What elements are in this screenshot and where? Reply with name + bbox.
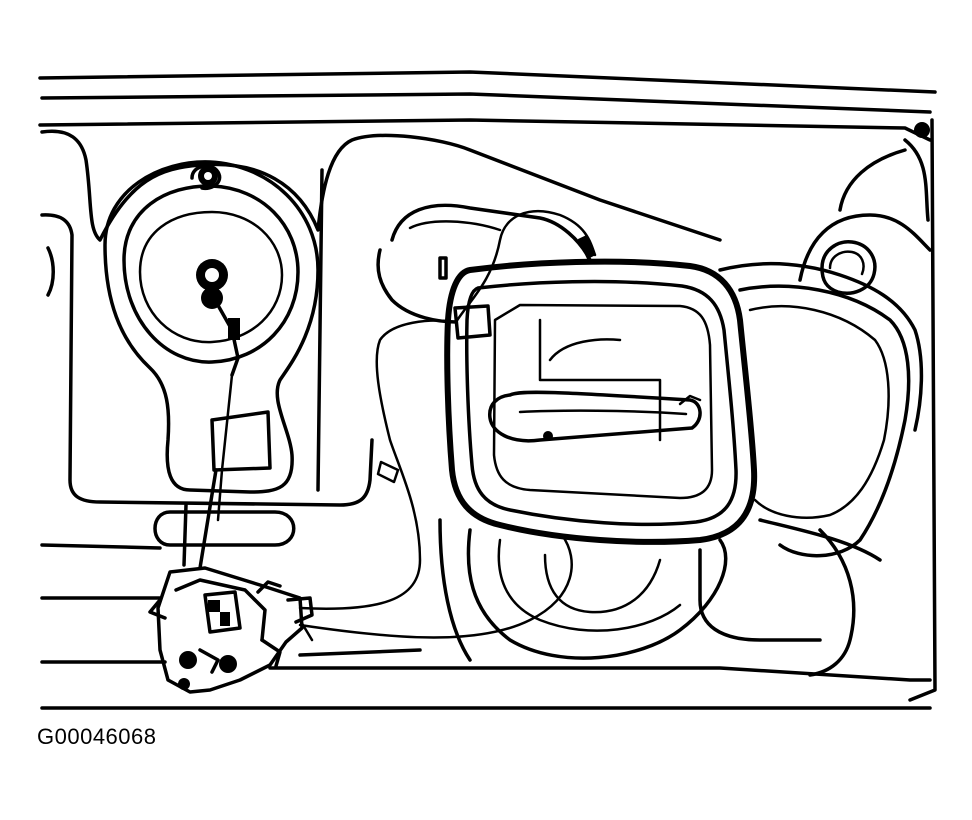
plug-hole <box>820 240 877 295</box>
latch-screw-2 <box>219 655 237 673</box>
latch-screw-1 <box>179 651 197 669</box>
access-hole-recess <box>376 203 592 324</box>
wiring-harness <box>298 210 597 639</box>
right-side-panel <box>698 148 932 677</box>
door-top-frame <box>38 70 937 142</box>
latch-screw-3 <box>178 678 190 690</box>
door-right-edge <box>903 118 937 702</box>
speaker-connector <box>196 259 240 522</box>
lock-rods <box>182 468 218 570</box>
right-bolt-head <box>914 122 930 138</box>
regulator-module <box>444 258 758 545</box>
door-latch-assembly <box>148 566 314 694</box>
lower-panel-slot <box>153 510 296 547</box>
speaker-housing <box>103 160 320 494</box>
figure-id-label: G00046068 <box>37 724 157 749</box>
lower-recesses <box>438 518 728 662</box>
harness-clip <box>577 234 597 260</box>
left-inner-panel <box>40 129 722 507</box>
door-bottom-frame <box>40 543 932 710</box>
